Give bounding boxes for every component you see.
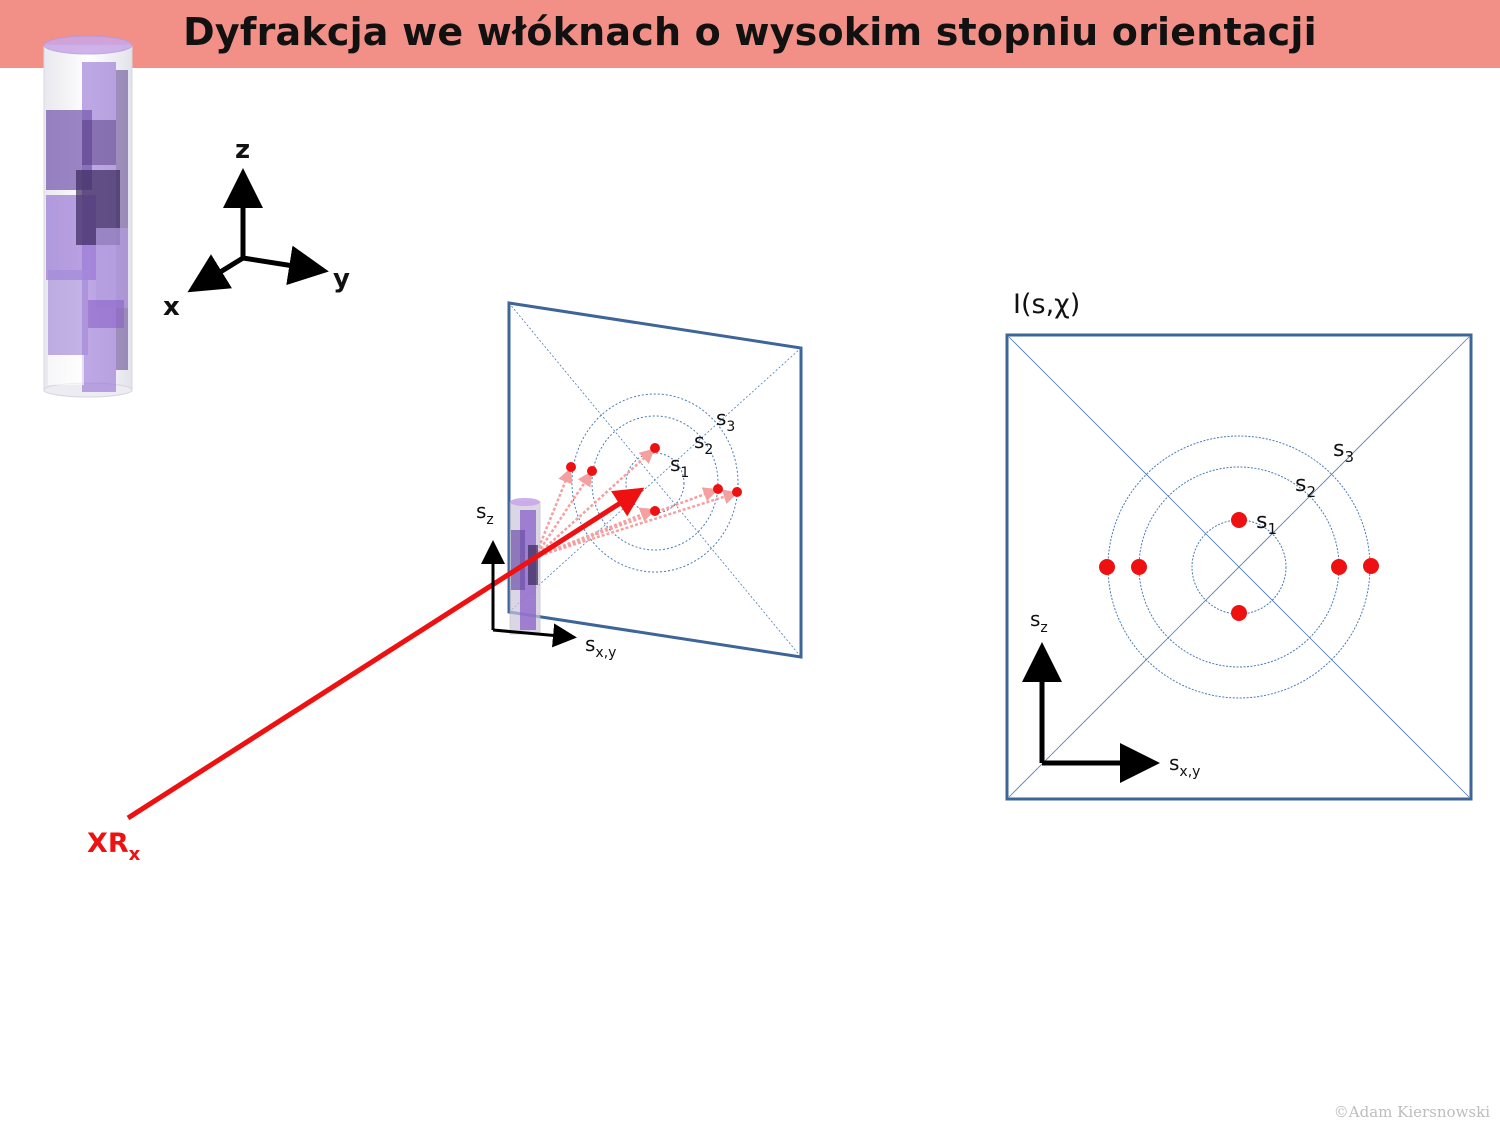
screen3d-sz-label: sz (476, 499, 494, 528)
copyright-notice: ©Adam Kiersnowski (1333, 1103, 1490, 1121)
screen3d-s3-label: s3 (716, 406, 735, 435)
ring-s2-3d (591, 415, 719, 551)
diffracted-rays (533, 448, 739, 559)
y-axis-arrow (242, 245, 329, 286)
spots-3d (566, 443, 742, 516)
x-axis-label: x (163, 292, 180, 322)
z-axis-label: z (235, 135, 250, 165)
xray-beam (126, 487, 645, 821)
pattern-sxy-label: sx,y (1169, 751, 1200, 780)
y-axis-label: y (333, 264, 350, 294)
page-title: Dyfrakcja we włóknach o wysokim stopniu … (183, 10, 1317, 54)
screen3d-s2-label: s2 (694, 429, 713, 458)
title-bar: Dyfrakcja we włóknach o wysokim stopniu … (0, 0, 1500, 68)
coordinate-axes: z y x (163, 135, 350, 322)
screen3d-sxy-label: sx,y (585, 632, 616, 661)
pattern-intensity-label: I(s,χ) (1013, 289, 1080, 320)
ring-s1-3d (625, 452, 685, 514)
pattern-sz-label: sz (1030, 607, 1048, 636)
screen3d-axes (481, 540, 577, 648)
beam-label: XRx (87, 828, 141, 865)
diffraction-pattern (1005, 333, 1473, 801)
spots-2d (1099, 512, 1379, 621)
pattern-s3-label: s3 (1333, 437, 1354, 466)
screen3d-s1-label: s1 (670, 452, 689, 481)
pattern-s1-label: s1 (1256, 509, 1277, 538)
pattern-s2-label: s2 (1295, 472, 1316, 501)
fiber-sample (509, 498, 541, 635)
x-axis-arrow (187, 254, 245, 293)
fiber-illustration (43, 35, 133, 398)
detector-screen-3d (507, 301, 803, 659)
